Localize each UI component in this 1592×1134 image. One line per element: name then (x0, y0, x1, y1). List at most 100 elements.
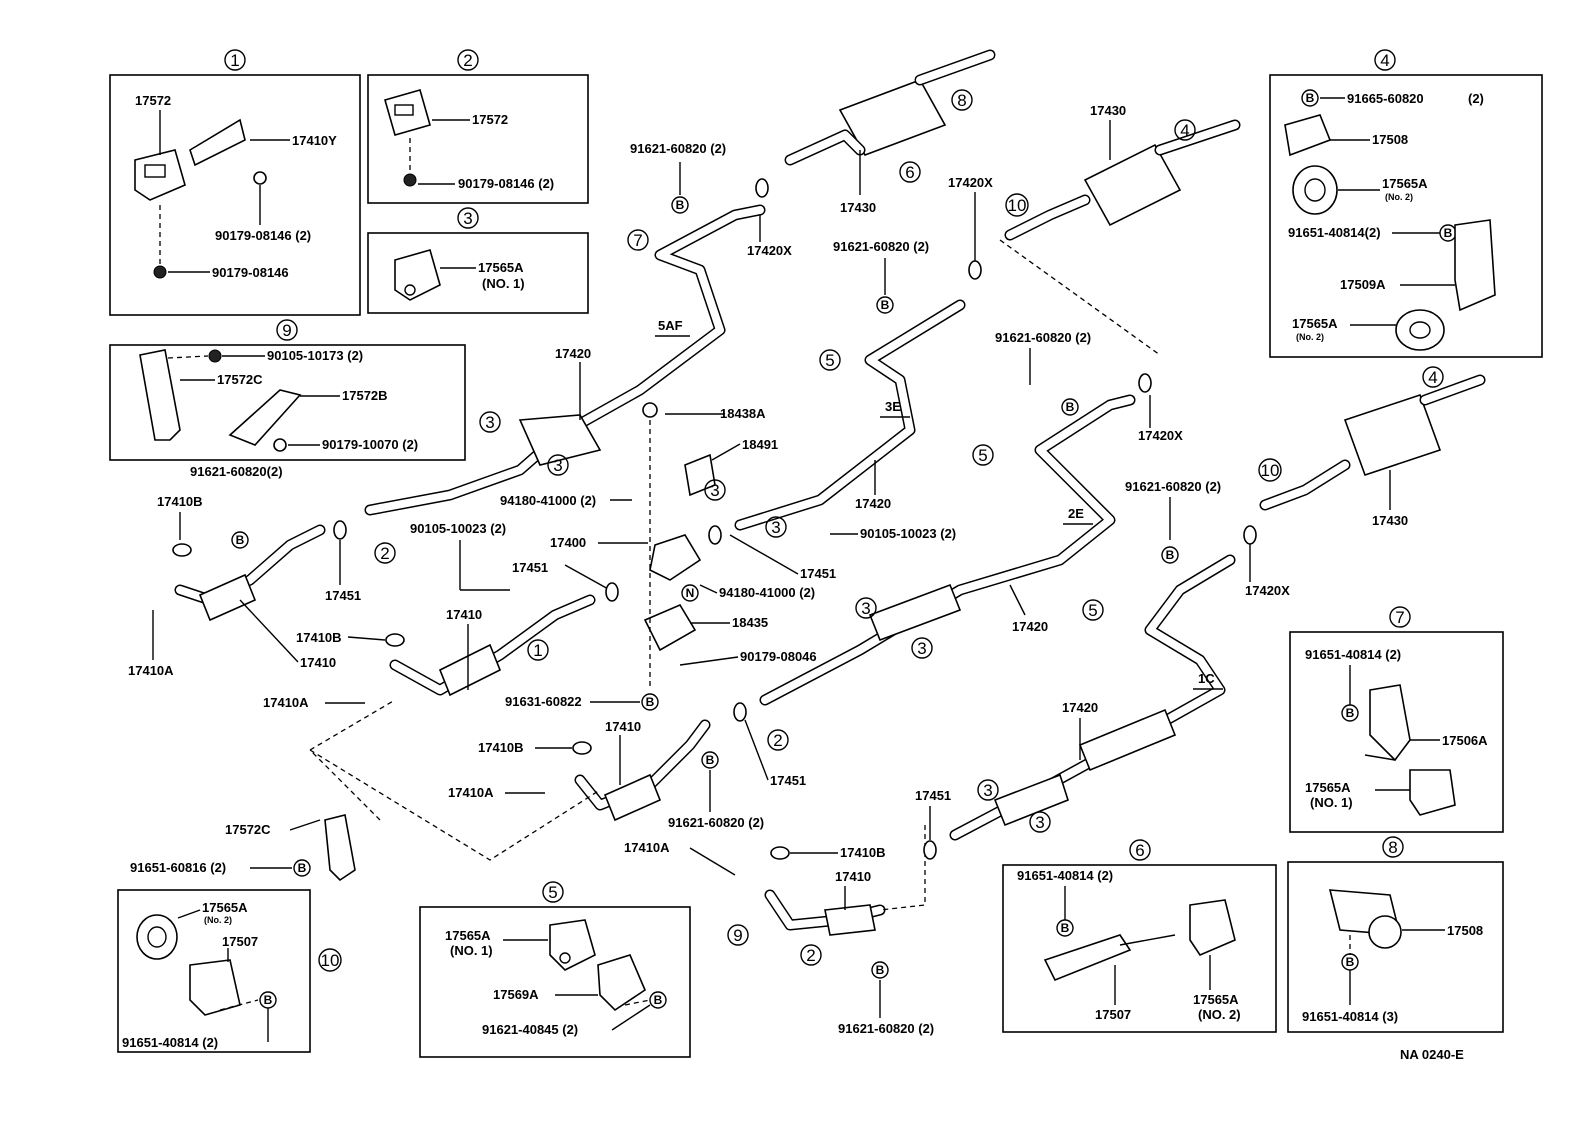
svg-text:91651-40814 (2): 91651-40814 (2) (122, 1035, 218, 1050)
svg-text:B: B (646, 695, 655, 709)
gaskets (172, 178, 1257, 860)
svg-text:17420: 17420 (1012, 619, 1048, 634)
svg-text:(No. 2): (No. 2) (204, 915, 232, 925)
svg-text:17507: 17507 (222, 934, 258, 949)
front-pipe-17410-left (174, 524, 326, 622)
svg-text:4: 4 (1380, 51, 1389, 70)
svg-text:91621-60820 (2): 91621-60820 (2) (630, 141, 726, 156)
svg-text:17410B: 17410B (840, 845, 886, 860)
svg-text:B: B (1346, 955, 1355, 969)
hanger-rubber-17565a-icon (549, 919, 596, 971)
tailpipe-2e (759, 394, 1136, 706)
guide-lines (309, 239, 1161, 911)
svg-text:10: 10 (321, 951, 340, 970)
svg-text:18491: 18491 (742, 437, 778, 452)
muffler-17430-right (1259, 374, 1486, 511)
bolt-marker: B (1301, 89, 1319, 107)
svg-text:4: 4 (1428, 368, 1437, 387)
bracket-17572c-icon (139, 349, 181, 441)
svg-text:90179-08146: 90179-08146 (212, 265, 289, 280)
svg-text:(No. 2): (No. 2) (1296, 332, 1324, 342)
svg-text:18438A: 18438A (720, 406, 766, 421)
svg-text:9: 9 (282, 321, 291, 340)
svg-text:17410B: 17410B (296, 630, 342, 645)
svg-text:17508: 17508 (1447, 923, 1483, 938)
svg-text:91665-60820: 91665-60820 (1347, 91, 1424, 106)
heat-shield-18435-icon (643, 603, 697, 652)
detail-box-1: 1 17572 17410Y 90179-08146 (2) 90179-081… (109, 49, 361, 316)
svg-text:17410Y: 17410Y (292, 133, 337, 148)
svg-text:7: 7 (1395, 608, 1404, 627)
svg-text:91651-60816 (2): 91651-60816 (2) (130, 860, 226, 875)
catalytic-converter-17400 (642, 402, 716, 652)
muffler-17430-top (784, 49, 996, 166)
svg-text:91621-40845 (2): 91621-40845 (2) (482, 1022, 578, 1037)
box-1-number: 1 (230, 51, 239, 70)
bracket-17569a-icon (597, 954, 646, 1012)
resonator-icon (1078, 708, 1177, 772)
svg-text:(NO. 1): (NO. 1) (1310, 795, 1353, 810)
detail-box-9: 9 90105-10173 (2) 17572C 17572B 90179-10… (109, 319, 466, 479)
svg-text:8: 8 (957, 91, 966, 110)
svg-text:17410: 17410 (446, 607, 482, 622)
front-pipe-17410-center (389, 594, 596, 697)
svg-text:N: N (686, 586, 695, 600)
bolt-marker: B (1439, 224, 1457, 242)
svg-text:17400: 17400 (550, 535, 586, 550)
svg-text:3: 3 (485, 413, 494, 432)
svg-text:10: 10 (1008, 196, 1027, 215)
bolt-marker: B (1056, 919, 1074, 937)
bracket-17572b-icon (228, 389, 302, 446)
heat-shield-18491-icon (684, 453, 716, 497)
bolt-marker: B (1341, 953, 1359, 971)
svg-text:17410A: 17410A (263, 695, 309, 710)
svg-text:6: 6 (1135, 841, 1144, 860)
svg-text:17565A: 17565A (1305, 780, 1351, 795)
svg-text:18435: 18435 (732, 615, 768, 630)
bracket-17410y-icon (189, 118, 246, 167)
svg-text:8: 8 (1388, 838, 1397, 857)
svg-text:90105-10023 (2): 90105-10023 (2) (860, 526, 956, 541)
svg-text:(NO. 1): (NO. 1) (482, 276, 525, 291)
detail-box-7: 7 91651-40814 (2) B 17506A 17565A (NO. 1… (1289, 606, 1504, 833)
svg-text:17410A: 17410A (624, 840, 670, 855)
svg-text:17565A: 17565A (478, 260, 524, 275)
svg-text:3: 3 (710, 481, 719, 500)
nut-icon (273, 438, 287, 452)
svg-text:17451: 17451 (915, 788, 951, 803)
svg-text:17420X: 17420X (747, 243, 792, 258)
svg-text:1: 1 (533, 641, 542, 660)
svg-text:4: 4 (1180, 121, 1189, 140)
hanger-rubber-17565a-icon (1395, 309, 1445, 351)
svg-text:17430: 17430 (1090, 103, 1126, 118)
svg-text:3: 3 (771, 518, 780, 537)
svg-text:9: 9 (733, 926, 742, 945)
detail-box-10: 10 17565A (No. 2) 17507 B 91651-40814 (2… (117, 889, 342, 1053)
svg-text:B: B (876, 963, 885, 977)
variant-labels: 5AF 3E 2E 1C (655, 318, 1223, 690)
svg-text:(No. 2): (No. 2) (1385, 192, 1413, 202)
svg-text:17565A: 17565A (445, 928, 491, 943)
svg-text:3: 3 (861, 599, 870, 618)
svg-text:90179-10070 (2): 90179-10070 (2) (322, 437, 418, 452)
detail-box-4: 4 B 91665-60820 (2) 17508 17565A (No. 2)… (1269, 49, 1543, 358)
svg-text:91621-60820 (2): 91621-60820 (2) (833, 239, 929, 254)
svg-text:94180-41000 (2): 94180-41000 (2) (719, 585, 815, 600)
svg-text:91621-60820(2): 91621-60820(2) (190, 464, 283, 479)
svg-text:90179-08146 (2): 90179-08146 (2) (215, 228, 311, 243)
bracket-17507-icon (1043, 934, 1132, 982)
svg-text:90179-08046: 90179-08046 (740, 649, 817, 664)
svg-text:5: 5 (1088, 601, 1097, 620)
front-pipe-17410-lower (574, 719, 711, 822)
bracket-17509a-icon (1454, 219, 1496, 312)
svg-text:17572: 17572 (472, 112, 508, 127)
svg-text:B: B (298, 861, 307, 875)
svg-text:91621-60820 (2): 91621-60820 (2) (668, 815, 764, 830)
tailpipe-5af (364, 204, 766, 516)
svg-text:17410: 17410 (300, 655, 336, 670)
svg-text:7: 7 (633, 231, 642, 250)
svg-text:90179-08146 (2): 90179-08146 (2) (458, 176, 554, 191)
svg-text:17506A: 17506A (1442, 733, 1488, 748)
hanger-position-markers: 7 8 6 4 10 5 5 4 10 5 3 3 3 3 3 3 3 3 2 … (374, 89, 1444, 966)
